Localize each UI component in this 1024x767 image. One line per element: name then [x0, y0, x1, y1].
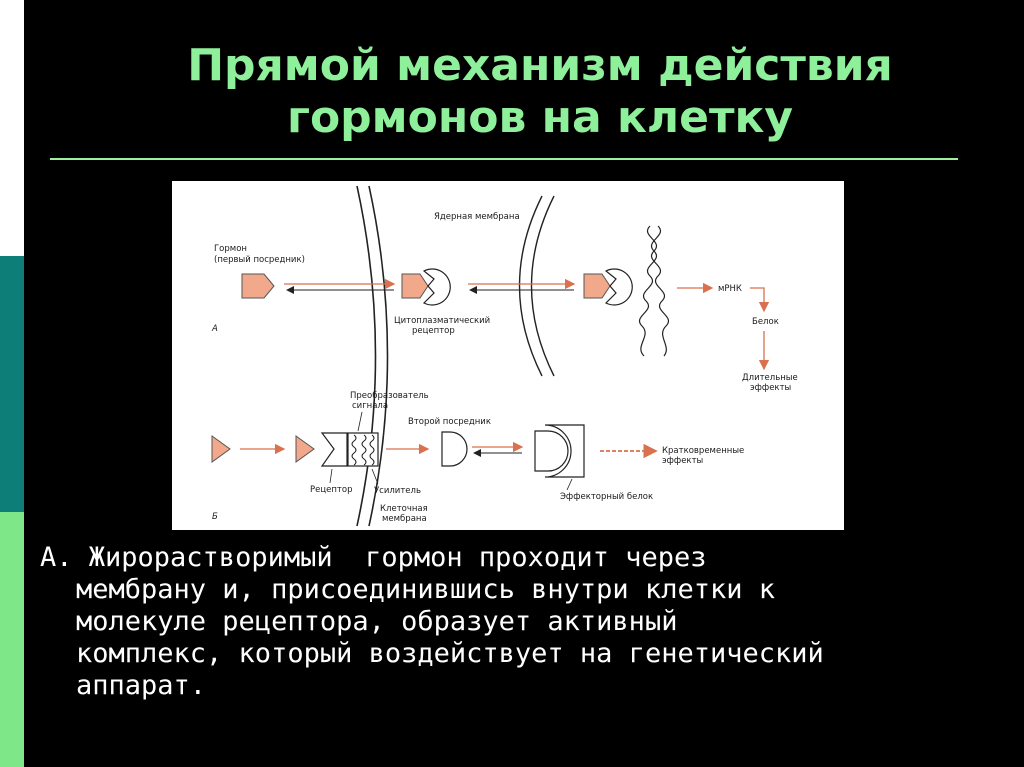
label-first-messenger: (первый посредник) — [214, 255, 305, 265]
second-messenger-shape — [441, 431, 468, 467]
hormone-bound-b — [295, 435, 315, 463]
title-line-2: гормонов на клетку — [286, 92, 794, 143]
hormone-mechanism-diagram: Гормон (первый посредник) Цитоплазматиче… — [172, 181, 844, 530]
label-effector-protein: Эффекторный белок — [560, 492, 653, 502]
leader-effector — [566, 478, 573, 491]
transducer-coil-3 — [369, 434, 375, 466]
nuclear-receptor-shape — [604, 268, 633, 306]
dna-strand-2 — [639, 225, 661, 357]
label-panel-a: А — [211, 324, 218, 334]
hormone-shape-b — [211, 435, 231, 463]
leader-transducer — [357, 411, 363, 432]
caption-line-1: А. Жирорастворимый гормон проходит через — [40, 542, 707, 573]
cyto-receptor-shape — [422, 268, 451, 306]
hormone-bound-a — [401, 273, 429, 299]
caption-line-5: аппарат. — [76, 670, 207, 701]
label-protein: Белок — [752, 317, 779, 327]
label-short-effects-1: Кратковременные — [662, 446, 744, 456]
label-transducer-1: Преобразователь — [350, 391, 429, 401]
transducer-coil-1 — [351, 434, 357, 466]
label-cyto-receptor-2: рецептор — [412, 326, 455, 336]
slide-title: Прямой механизм действия гормонов на кле… — [60, 40, 1020, 144]
label-long-effects-2: эффекты — [750, 383, 791, 393]
dna-strand-1 — [647, 225, 669, 357]
label-short-effects-2: эффекты — [662, 456, 703, 466]
label-cyto-receptor-1: Цитоплазматический — [394, 316, 490, 326]
title-line-1: Прямой механизм действия — [187, 40, 893, 91]
label-cell-membrane-1: Клеточная — [380, 504, 428, 514]
label-second-messenger: Второй посредник — [408, 417, 491, 427]
hormone-complex-a — [583, 273, 611, 299]
caption-line-3: молекуле рецептора, образует активный — [76, 606, 678, 637]
leader-receptor — [329, 468, 333, 484]
label-hormone: Гормон — [214, 244, 247, 254]
cell-membrane-inner — [368, 185, 389, 527]
title-divider — [50, 158, 958, 160]
nuclear-membrane-outer — [518, 195, 543, 377]
receptor-shape-b — [320, 432, 348, 467]
effector-inner — [534, 430, 569, 472]
transducer-coil-2 — [361, 434, 367, 466]
effector-protein-shape — [544, 424, 585, 478]
label-transducer-2: сигнала — [352, 401, 388, 411]
caption-line-2: мембрану и, присоединившись внутри клетк… — [76, 574, 775, 605]
leader-amplifier — [371, 468, 379, 485]
label-panel-b: Б — [212, 512, 218, 522]
cell-membrane-outer — [356, 185, 377, 527]
hormone-shape-a — [241, 273, 275, 299]
label-receptor: Рецептор — [310, 485, 352, 495]
side-strip-teal — [0, 256, 24, 512]
side-strip-white — [0, 0, 24, 256]
nuclear-membrane-inner — [530, 195, 555, 377]
label-long-effects-1: Длительные — [742, 373, 798, 383]
slide-caption: А. Жирорастворимый гормон проходит через… — [40, 542, 1000, 702]
arrow-mrna-protein — [750, 287, 770, 313]
label-nuclear-membrane: Ядерная мембрана — [434, 212, 520, 222]
label-mrna: мРНК — [718, 284, 742, 294]
caption-line-4: комплекс, который воздействует на генети… — [76, 638, 824, 669]
label-amplifier: Усилитель — [374, 486, 421, 496]
diagram-svg: Гормон (первый посредник) Цитоплазматиче… — [211, 185, 798, 527]
label-cell-membrane-2: мембрана — [382, 514, 427, 524]
side-strip-green — [0, 512, 24, 767]
